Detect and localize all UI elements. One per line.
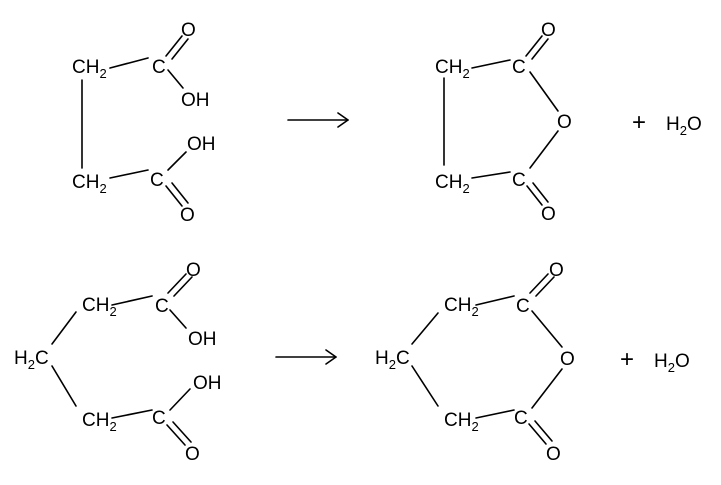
carbon-label: C (512, 170, 526, 191)
bond (531, 368, 563, 409)
bond (529, 130, 559, 169)
bond (111, 409, 153, 419)
bond (167, 69, 184, 89)
ch2-label: CH2 (82, 410, 117, 434)
bond (165, 35, 183, 57)
bond (171, 38, 189, 60)
carbonyl-oxygen-label: O (181, 20, 196, 41)
carbon-label: C (152, 408, 166, 429)
carbon-label: C (150, 170, 164, 191)
carbon-label: C (514, 408, 528, 429)
ch2-label: CH2 (72, 57, 107, 81)
water-label: H2O (666, 114, 702, 138)
h2c-label: H2C (14, 348, 49, 372)
bond (528, 423, 547, 445)
bond (529, 71, 559, 112)
carbonyl-oxygen-label: O (185, 444, 200, 465)
bond (535, 276, 555, 297)
bond (172, 421, 192, 443)
bond (471, 171, 511, 179)
bond (51, 365, 77, 407)
bond (529, 273, 549, 294)
bond (526, 185, 543, 206)
reaction-2: CH2 CH2 H2C C C O O OH OH CH2 (14, 260, 690, 465)
plus-sign: + (632, 109, 646, 136)
ch2-label: CH2 (444, 410, 479, 434)
hydroxyl-label: OH (188, 329, 217, 350)
bond (51, 311, 77, 345)
carbon-label: C (516, 296, 530, 317)
reaction-1: CH2 CH2 C C O O OH OH CH2 CH2 (72, 20, 702, 226)
ch2-label: CH2 (82, 295, 117, 319)
carbonyl-oxygen-label: O (546, 444, 561, 465)
bond (531, 310, 563, 348)
bond (173, 276, 193, 297)
bond (111, 295, 153, 306)
plus-sign: + (620, 346, 634, 373)
carbon-label: C (512, 57, 526, 78)
h2c-label: H2C (375, 348, 410, 372)
carbon-label: C (155, 296, 169, 317)
hydroxyl-label: OH (187, 134, 216, 155)
reaction-arrow-icon (287, 112, 349, 128)
ch2-label: CH2 (72, 172, 107, 196)
bond (169, 309, 187, 329)
reaction-2-reactant: CH2 CH2 H2C C C O O OH OH (14, 260, 222, 465)
bond (525, 35, 543, 57)
water-label: H2O (654, 351, 690, 375)
hydroxyl-label: OH (181, 90, 210, 111)
bond (531, 38, 549, 60)
bond (475, 295, 515, 306)
reaction-1-product: CH2 CH2 C C O O O (435, 20, 572, 225)
bond (166, 424, 186, 446)
ch2-label: CH2 (435, 57, 470, 81)
carbon-label: C (152, 57, 166, 78)
carbonyl-oxygen-label: O (186, 260, 201, 281)
carbonyl-oxygen-label: O (549, 260, 564, 281)
ch2-label: CH2 (444, 295, 479, 319)
ring-oxygen-label: O (560, 349, 575, 370)
bond (165, 185, 183, 207)
ch2-label: CH2 (435, 172, 470, 196)
carbonyl-oxygen-label: O (180, 205, 195, 226)
bond (411, 312, 439, 345)
bond (109, 57, 149, 69)
carbonyl-oxygen-label: O (541, 20, 556, 41)
bond (475, 409, 515, 419)
bond (167, 273, 187, 294)
bond (471, 59, 511, 69)
bond (411, 365, 439, 407)
bond (169, 388, 191, 411)
bond (171, 182, 189, 204)
bond (532, 182, 549, 203)
carbonyl-oxygen-label: O (541, 204, 556, 225)
reaction-1-reactant: CH2 CH2 C C O O OH OH (72, 20, 216, 226)
reaction-arrow-icon (275, 349, 337, 365)
bond (167, 151, 187, 171)
bond (534, 420, 553, 442)
bond (109, 169, 149, 179)
ring-oxygen-label: O (557, 112, 572, 133)
reaction-2-product: CH2 CH2 H2C C C O O O (375, 260, 575, 465)
hydroxyl-label: OH (193, 373, 222, 394)
